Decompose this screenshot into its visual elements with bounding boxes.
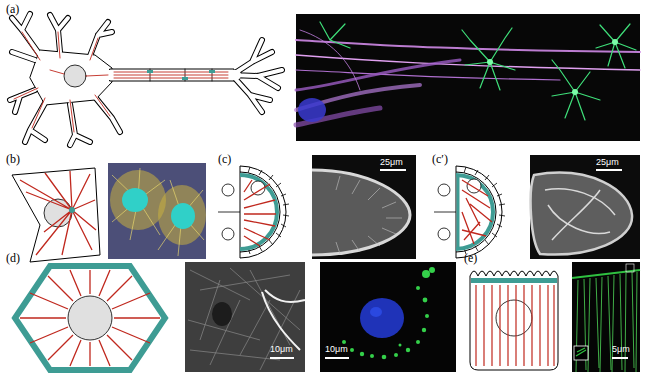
cell-micrograph bbox=[185, 262, 305, 372]
panel-label: (c) bbox=[218, 153, 231, 165]
scale-label: 25μm bbox=[380, 158, 403, 167]
embryo-micrograph bbox=[312, 155, 416, 259]
panel-label: (a) bbox=[6, 3, 19, 15]
panel-label: (c′) bbox=[432, 153, 448, 165]
panel-label: (d) bbox=[6, 252, 20, 264]
epithelial-cell-schematic bbox=[470, 271, 558, 370]
cell-schematic bbox=[12, 168, 100, 262]
epithelium-micrograph bbox=[572, 262, 640, 372]
neuron-micrograph bbox=[296, 14, 640, 141]
hexagonal-cell-schematic bbox=[15, 266, 165, 370]
cell-micrograph bbox=[108, 163, 206, 259]
scale-label: 5μm bbox=[612, 345, 630, 354]
scale-bar bbox=[270, 170, 628, 358]
embryo-schematic bbox=[218, 166, 289, 258]
panel-label: (e) bbox=[464, 252, 477, 264]
embryo-micrograph bbox=[530, 155, 640, 259]
panel-label: (b) bbox=[6, 153, 20, 165]
scale-label: 25μm bbox=[596, 158, 619, 167]
scale-label: 10μm bbox=[325, 345, 348, 354]
neuron-schematic bbox=[10, 14, 282, 145]
scale-label: 10μm bbox=[270, 345, 293, 354]
embryo-schematic bbox=[434, 166, 505, 258]
cell-micrograph bbox=[320, 262, 456, 372]
